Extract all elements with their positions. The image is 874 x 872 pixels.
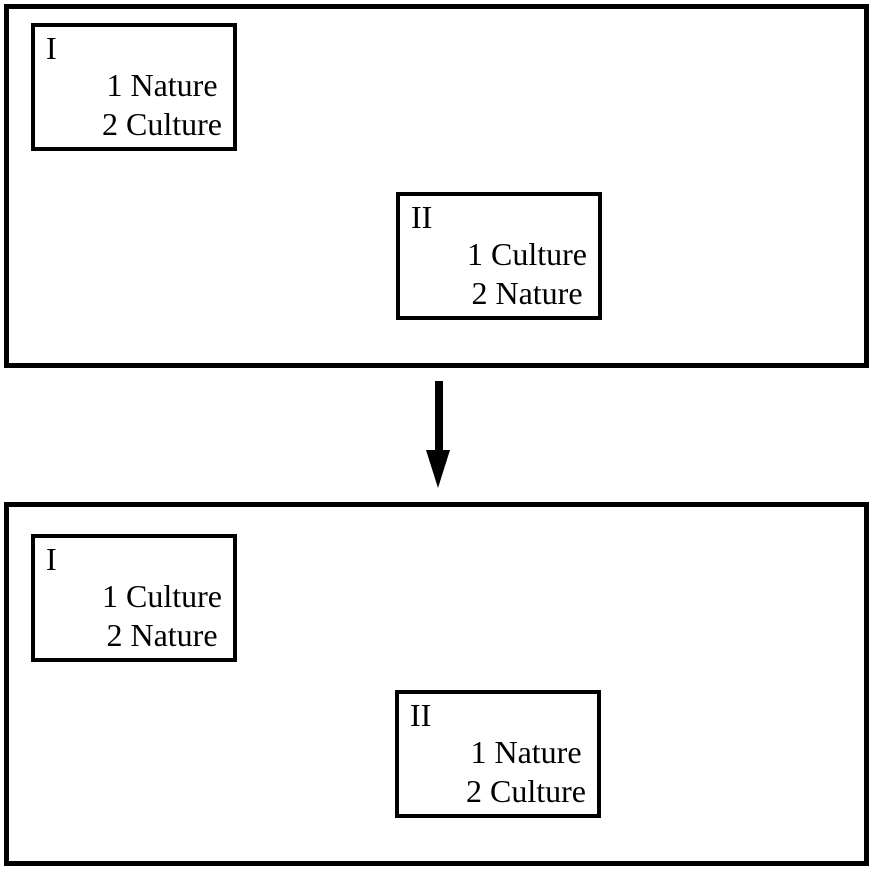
rank-line: 2 Culture [102,106,222,142]
group-box-1: I 1 Nature 2 Culture [31,23,237,151]
down-arrow-icon [426,381,451,488]
rank-line: 1 Culture [102,578,222,614]
rank-line: 2 Culture [466,773,586,809]
arrow-shaft [434,381,443,450]
rank-line: 2 Nature [106,617,218,653]
group-box-1: I 1 Culture 2 Nature [31,534,237,662]
rank-list: 1 Nature 2 Culture [35,66,233,144]
group-box-2: II 1 Nature 2 Culture [395,690,601,818]
arrow-head [426,450,450,488]
group-label: I [46,30,57,66]
group-label: II [411,199,433,235]
rank-list: 1 Culture 2 Nature [400,235,598,313]
rank-line: 1 Nature [470,734,582,770]
panel-after-state: I 1 Culture 2 Nature II 1 Nature 2 Cultu… [4,502,869,866]
group-label: I [46,541,57,577]
rank-line: 1 Nature [106,67,218,103]
rank-list: 1 Culture 2 Nature [35,577,233,655]
panel-before-state: I 1 Nature 2 Culture II 1 Culture 2 Natu… [4,4,869,368]
rank-list: 1 Nature 2 Culture [399,733,597,811]
rank-line: 1 Culture [467,236,587,272]
group-box-2: II 1 Culture 2 Nature [396,192,602,320]
rank-line: 2 Nature [471,275,583,311]
group-label: II [410,697,432,733]
